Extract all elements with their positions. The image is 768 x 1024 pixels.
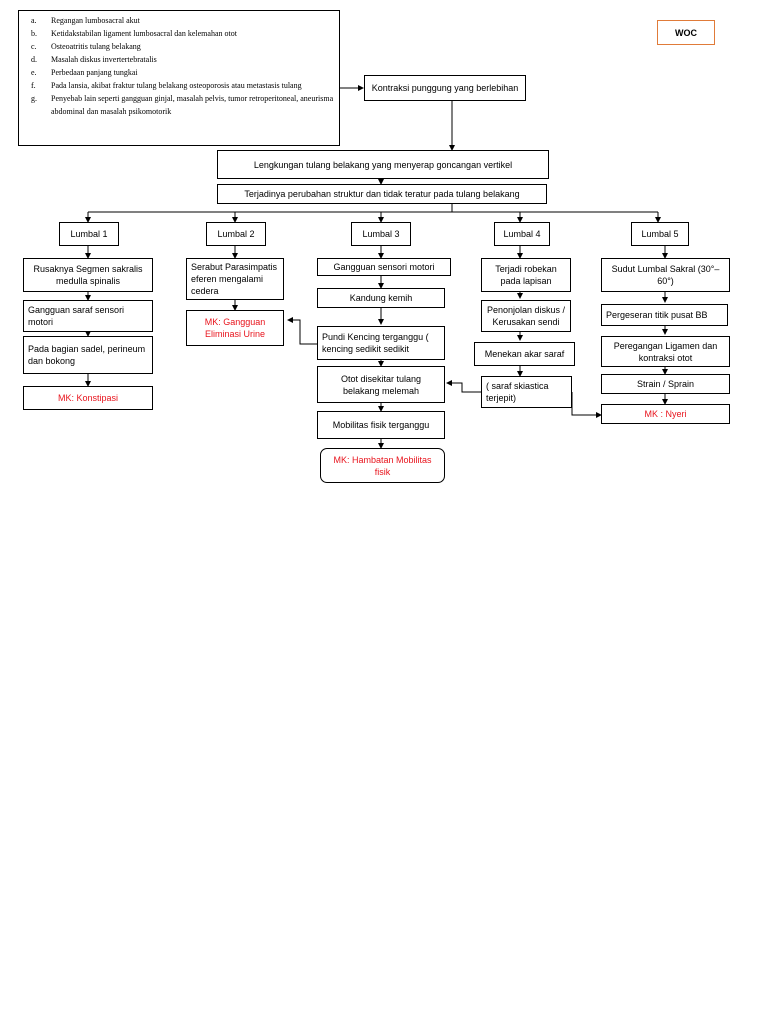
l4-step-node: Menekan akar saraf: [474, 342, 575, 366]
cause-item: f.Pada lansia, akibat fraktur tulang bel…: [31, 81, 302, 90]
cause-item: c.Osteoatritis tulang belakang: [31, 42, 141, 51]
lumbal-5-label: Lumbal 5: [641, 229, 679, 239]
mk-eliminasi-node: MK: Gangguan Eliminasi Urine: [186, 310, 284, 346]
l3-step-node: Pundi Kencing terganggu ( kencing sediki…: [317, 326, 445, 360]
lengkungan-node: Lengkungan tulang belakang yang menyerap…: [217, 150, 549, 179]
lumbal-5-node: Lumbal 5: [631, 222, 689, 246]
l5-step-label: Sudut Lumbal Sakral (30°– 60°): [611, 264, 720, 286]
lumbal-1-label: Lumbal 1: [70, 229, 108, 239]
mk-mobilitas-label: MK: Hambatan Mobilitas fisik: [333, 454, 432, 477]
lumbal-4-label: Lumbal 4: [503, 229, 541, 239]
l5-step-label: Peregangan Ligamen dan kontraksi otot: [613, 340, 718, 363]
lumbal-1-node: Lumbal 1: [59, 222, 119, 246]
l4-step-label: Terjadi robekan pada lapisan: [495, 264, 557, 286]
mk-nyeri-label: MK : Nyeri: [644, 409, 687, 419]
l1-step-node: Rusaknya Segmen sakralis medulla spinali…: [23, 258, 153, 292]
causes-list: a.Regangan lumbosacral akut b.Ketidaksta…: [18, 10, 340, 146]
perubahan-label: Terjadinya perubahan struktur dan tidak …: [244, 189, 520, 199]
l2-step-label: Serabut Parasimpatis eferen mengalami ce…: [191, 262, 278, 296]
cause-item: b.Ketidakstabilan ligament lumbosacral d…: [31, 29, 237, 38]
l1-step-label: Pada bagian sadel, perineum dan bokong: [28, 344, 146, 366]
l1-step-label: Rusaknya Segmen sakralis medulla spinali…: [33, 264, 143, 286]
kontraksi-node: Kontraksi punggung yang berlebihan: [364, 75, 526, 101]
cause-item: a.Regangan lumbosacral akut: [31, 16, 140, 25]
l3-step-label: Mobilitas fisik terganggu: [332, 420, 430, 430]
l4-step-node: Penonjolan diskus / Kerusakan sendi: [481, 300, 571, 332]
l3-step-node: Mobilitas fisik terganggu: [317, 411, 445, 439]
l3-step-node: Kandung kemih: [317, 288, 445, 308]
l3-step-label: Gangguan sensori motori: [333, 262, 435, 272]
lumbal-3-label: Lumbal 3: [362, 229, 400, 239]
l3-step-label: Otot disekitar tulang belakang melemah: [340, 373, 422, 396]
l5-step-node: Peregangan Ligamen dan kontraksi otot: [601, 336, 730, 367]
l5-step-node: Pergeseran titik pusat BB: [601, 304, 728, 326]
l5-step-label: Strain / Sprain: [636, 379, 695, 389]
lumbal-2-label: Lumbal 2: [217, 229, 255, 239]
l3-step-label: Kandung kemih: [349, 293, 413, 303]
l5-step-label: Pergeseran titik pusat BB: [606, 310, 708, 320]
mk-nyeri-node: MK : Nyeri: [601, 404, 730, 424]
l3-step-label: Pundi Kencing terganggu ( kencing sediki…: [322, 332, 429, 354]
cause-item: d.Masalah diskus invertertebratalis: [31, 55, 157, 64]
cause-item: g.Penyebab lain seperti gangguan ginjal,…: [31, 94, 334, 116]
l5-step-node: Strain / Sprain: [601, 374, 730, 394]
l1-step-label: Gangguan saraf sensori motori: [28, 305, 125, 327]
l4-step-label: Penonjolan diskus / Kerusakan sendi: [486, 305, 566, 327]
lumbal-4-node: Lumbal 4: [494, 222, 550, 246]
lumbal-3-node: Lumbal 3: [351, 222, 411, 246]
l5-step-node: Sudut Lumbal Sakral (30°– 60°): [601, 258, 730, 292]
perubahan-node: Terjadinya perubahan struktur dan tidak …: [217, 184, 547, 204]
mk-konstipasi-node: MK: Konstipasi: [23, 386, 153, 410]
l1-step-node: Pada bagian sadel, perineum dan bokong: [23, 336, 153, 374]
l4-step-node: Terjadi robekan pada lapisan: [481, 258, 571, 292]
l3-step-node: Gangguan sensori motori: [317, 258, 451, 276]
mk-konstipasi-label: MK: Konstipasi: [57, 393, 119, 403]
l4-step-node: ( saraf skiastica terjepit): [481, 376, 572, 408]
l3-step-node: Otot disekitar tulang belakang melemah: [317, 366, 445, 403]
mk-eliminasi-label: MK: Gangguan Eliminasi Urine: [204, 317, 266, 339]
lumbal-2-node: Lumbal 2: [206, 222, 266, 246]
l4-step-label: Menekan akar saraf: [484, 349, 565, 359]
l2-step-node: Serabut Parasimpatis eferen mengalami ce…: [186, 258, 284, 300]
lengkungan-label: Lengkungan tulang belakang yang menyerap…: [253, 159, 513, 170]
woc-badge: WOC: [657, 20, 715, 45]
mk-mobilitas-node: MK: Hambatan Mobilitas fisik: [320, 448, 445, 483]
cause-item: e.Perbedaan panjang tungkai: [31, 68, 138, 77]
kontraksi-label: Kontraksi punggung yang berlebihan: [371, 83, 519, 93]
l1-step-node: Gangguan saraf sensori motori: [23, 300, 153, 332]
l4-step-label: ( saraf skiastica terjepit): [486, 381, 549, 403]
